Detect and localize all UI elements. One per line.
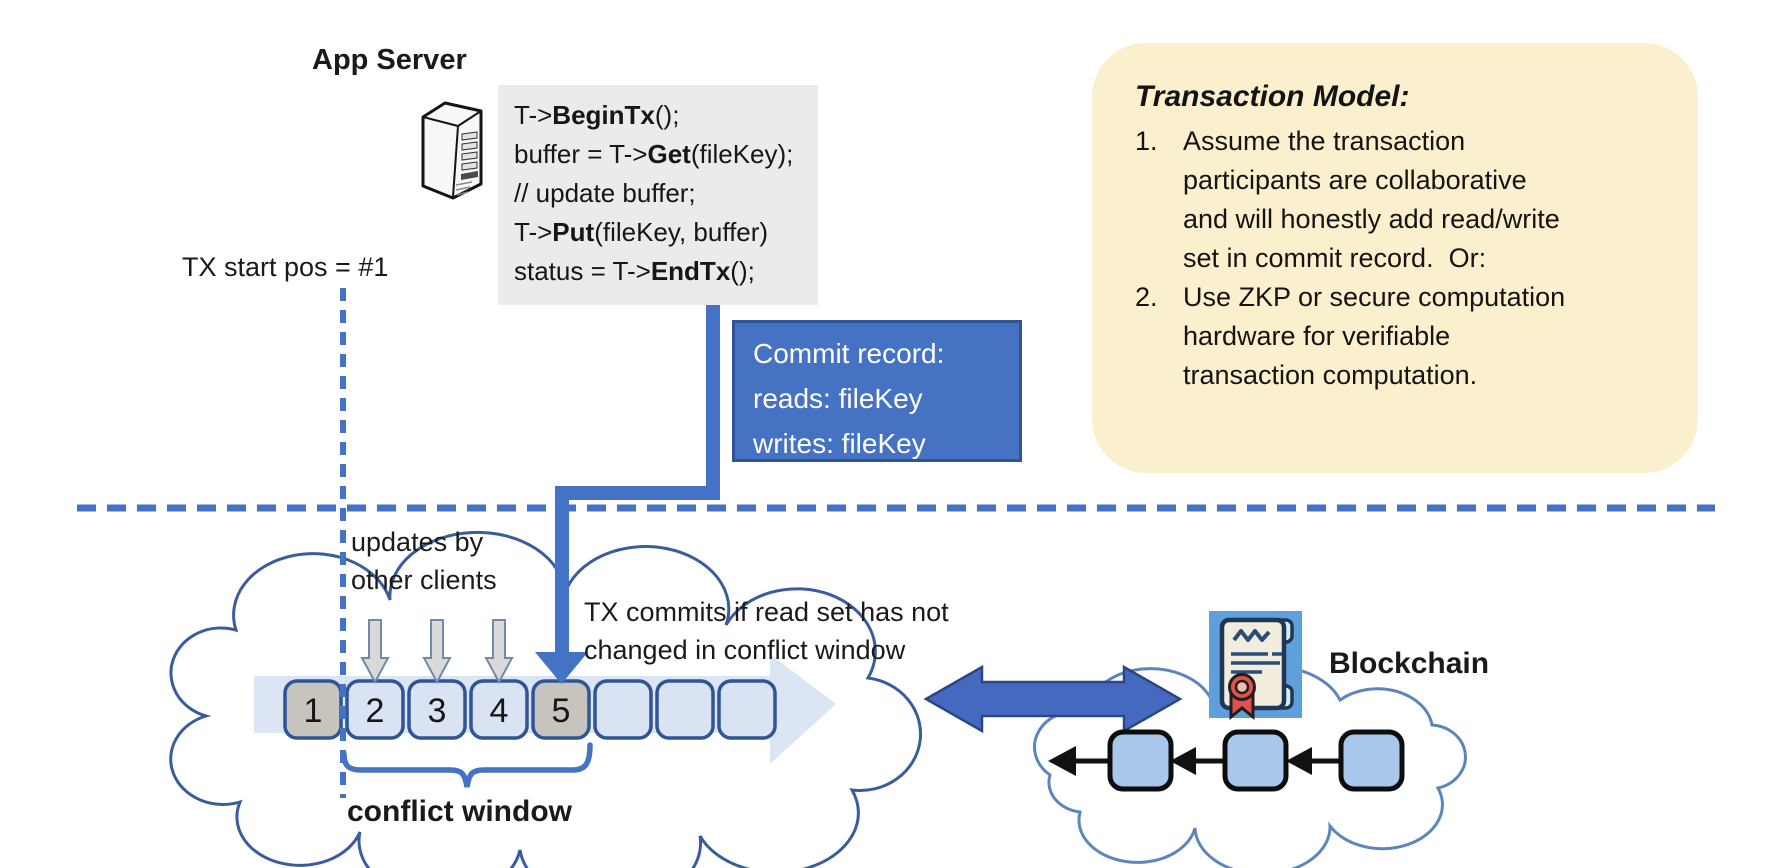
tx-start-pos-label: TX start pos = #1	[182, 252, 389, 282]
transaction-model-note: Transaction Model: 1.Assume the transact…	[1092, 43, 1698, 473]
timeline-box-8	[717, 679, 777, 740]
commit-flow-arrow	[535, 305, 720, 684]
app-server-title: App Server	[312, 44, 467, 76]
timeline-box-7	[655, 679, 715, 740]
transaction-model-title: Transaction Model:	[1135, 80, 1410, 113]
code-line: buffer = T->Get(fileKey);	[514, 139, 794, 169]
blockchain-label: Blockchain	[1329, 647, 1490, 680]
tx-commits-label: TX commits if read set has not changed i…	[584, 597, 949, 665]
commit-record-line: writes: fileKey	[753, 428, 926, 459]
timeline-box-number: 1	[304, 692, 323, 730]
conflict-cloud	[169, 530, 923, 868]
server-icon	[421, 101, 483, 200]
commit-record-line: Commit record:	[753, 338, 945, 369]
update-arrow	[360, 619, 390, 685]
blockchain-cloud	[1032, 665, 1467, 868]
timeline-box-number: 5	[552, 692, 571, 730]
code-line: status = T->EndTx();	[514, 256, 755, 286]
code-line: // update buffer;	[514, 178, 696, 208]
updates-by-other-clients-label: updates by other clients	[351, 527, 497, 595]
timeline-band-arrowhead	[770, 654, 836, 764]
blockchain-block-2	[1222, 729, 1289, 792]
code-line: T->BeginTx();	[514, 100, 680, 130]
timeline-box-number: 4	[490, 692, 509, 730]
certificate-icon	[1209, 611, 1302, 721]
timeline-box-number: 2	[366, 692, 385, 730]
conflict-window-bracket	[341, 742, 593, 788]
timeline-box-number: 3	[428, 692, 447, 730]
sync-arrow	[923, 664, 1183, 734]
conflict-window-label: conflict window	[347, 795, 572, 828]
update-arrow	[484, 619, 514, 685]
commit-record-line: reads: fileKey	[753, 383, 923, 414]
transaction-code-block: T->BeginTx(); buffer = T->Get(fileKey); //…	[498, 85, 818, 305]
update-arrow	[422, 619, 452, 685]
blockchain-block-1	[1107, 729, 1174, 792]
code-line: T->Put(fileKey, buffer)	[514, 217, 769, 247]
commit-record-box: Commit record: reads: fileKey writes: fi…	[732, 320, 1022, 462]
blockchain-block-3	[1338, 729, 1405, 792]
timeline-box-6	[593, 679, 653, 740]
chain-link-arrowheads	[1048, 746, 1312, 776]
